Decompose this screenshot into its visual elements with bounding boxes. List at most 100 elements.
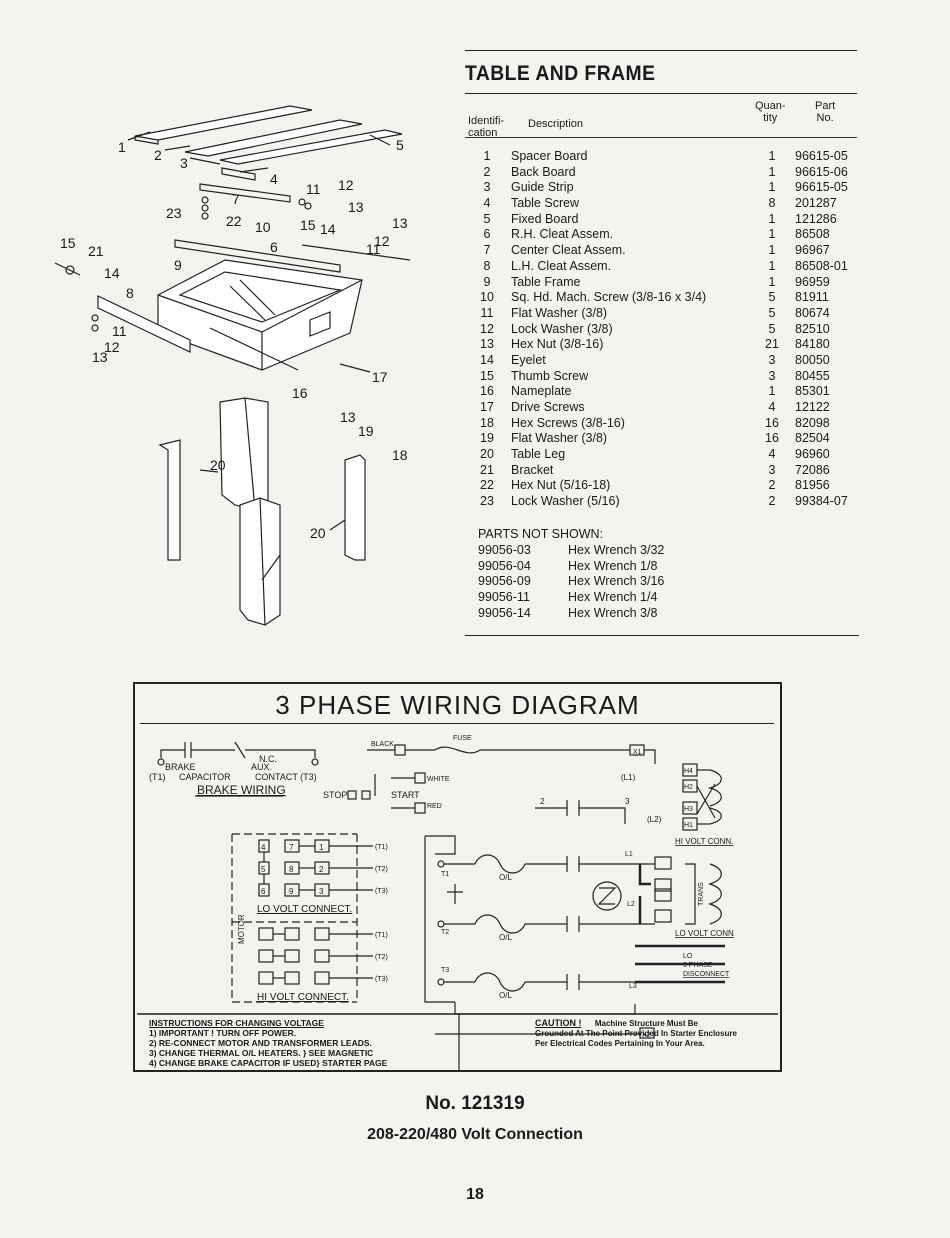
part-description: Nameplate	[511, 384, 572, 399]
part-number: 81911	[795, 290, 829, 305]
callout-13: 13	[348, 199, 364, 215]
callout-12b: 12	[374, 233, 390, 249]
lbl-t2-out-b: (T2)	[375, 954, 388, 961]
instruction-step: 2) RE-CONNECT MOTOR AND TRANSFORMER LEAD…	[149, 1038, 372, 1048]
part-quantity: 3	[768, 368, 776, 383]
instructions-heading: INSTRUCTIONS FOR CHANGING VOLTAGE	[149, 1018, 324, 1028]
callout-14: 14	[320, 221, 336, 237]
part-number: 82504	[795, 431, 830, 446]
lbl-t3-out-b: (T3)	[375, 976, 388, 983]
part-description: Flat Washer (3/8)	[511, 431, 608, 446]
part-ident: 2	[483, 164, 491, 179]
header-qty-line-1: Quan-	[755, 100, 786, 112]
lbl-term-4: 4	[261, 843, 266, 852]
lbl-line-3: 3	[625, 797, 630, 806]
part-ident: 7	[483, 243, 491, 258]
part-description: L.H. Cleat Assem.	[511, 258, 612, 273]
exploded-view-drawing: 1 2 3 4 5 7 11 12 13 23 22 10 15 14 13 6…	[54, 105, 411, 626]
page-number: 18	[466, 1186, 484, 1203]
lbl-term-9: 9	[289, 887, 294, 896]
lbl-l3: L3	[629, 983, 637, 990]
lbl-contact-t3: CONTACT (T3)	[255, 772, 317, 782]
part-quantity: 1	[768, 227, 776, 242]
lbl-term-8: 8	[289, 865, 294, 874]
top-rule	[465, 50, 857, 51]
callout-19: 19	[358, 423, 374, 439]
section-title: TABLE AND FRAME	[465, 62, 656, 85]
part-quantity: 1	[768, 384, 776, 399]
lbl-stop: STOP	[323, 790, 347, 800]
bottom-rule	[465, 635, 859, 636]
part-quantity: 1	[768, 258, 776, 273]
callout-3: 3	[180, 155, 188, 171]
lbl-l1: L1	[625, 851, 633, 858]
part-number: 85301	[795, 384, 830, 399]
part-description: Hex Nut (5/16-18)	[511, 478, 611, 493]
caution-notice: CAUTION ! Machine Structure Must Be Grou…	[535, 1018, 775, 1049]
lbl-l2-paren: (L2)	[647, 815, 662, 824]
part-quantity: 2	[768, 494, 776, 509]
part-quantity: 3	[768, 462, 776, 477]
callout-11b: 11	[366, 241, 381, 257]
lbl-term-1: 1	[319, 843, 324, 852]
header-part-no: Part No.	[815, 100, 835, 124]
header-ident-line-2: cation	[468, 127, 498, 139]
lbl-x1: X1	[633, 749, 642, 756]
lbl-start: START	[391, 790, 420, 800]
part-ident: 12	[480, 321, 494, 336]
part-quantity: 2	[768, 478, 776, 493]
part-quantity: 16	[765, 431, 779, 446]
part-quantity: 1	[768, 180, 776, 195]
part-description: Bracket	[511, 462, 554, 477]
lbl-t3: T3	[441, 967, 449, 974]
lbl-nc: N.C.	[259, 754, 277, 764]
part-quantity: 8	[768, 196, 776, 211]
lbl-ol-2: O/L	[499, 933, 512, 942]
not-shown-code: 99056-14	[478, 605, 531, 620]
callout-13d: 13	[340, 409, 356, 425]
caution-line-3: Per Electrical Codes Pertaining In Your …	[535, 1039, 705, 1048]
wiring-diagram-title: 3 PHASE WIRING DIAGRAM	[275, 690, 640, 720]
part-ident: 1	[483, 149, 491, 163]
part-ident: 3	[483, 180, 491, 195]
lbl-t1: T1	[441, 871, 449, 878]
callout-13b: 13	[392, 215, 408, 231]
part-number: 86508	[795, 227, 830, 242]
part-description: Drive Screws	[511, 400, 585, 414]
callout-20b: 20	[310, 525, 326, 541]
part-quantity: 1	[768, 274, 776, 289]
header-quantity: Quan- tity	[755, 100, 786, 124]
wiring-diagram-box: 3 PHASE WIRING DIAGRAM	[133, 682, 782, 1072]
part-quantity: 16	[765, 415, 779, 430]
lbl-t1-out-b: (T1)	[375, 932, 388, 939]
part-quantity: 3	[768, 352, 776, 367]
callout-12: 12	[338, 177, 354, 193]
title-rule	[465, 93, 857, 94]
lbl-h1: H1	[684, 822, 693, 829]
lbl-h2: H2	[684, 784, 693, 791]
part-description: Hex Nut (3/8-16)	[511, 337, 604, 352]
part-ident: 23	[480, 494, 494, 509]
caution-line-2: Grounded At The Point Provided In Starte…	[535, 1029, 737, 1038]
lbl-hi-volt-connect: HI VOLT CONNECT.	[257, 992, 349, 1003]
part-ident: 9	[483, 274, 491, 289]
lbl-lo-volt-conn: LO VOLT CONN	[675, 929, 734, 938]
caution-heading: CAUTION !	[535, 1018, 582, 1028]
callout-15: 15	[300, 217, 316, 233]
lbl-h3: H3	[684, 806, 693, 813]
lbl-ol-1: O/L	[499, 873, 512, 882]
callout-15b: 15	[60, 235, 76, 251]
parts-not-shown-label: PARTS NOT SHOWN:	[478, 527, 604, 541]
